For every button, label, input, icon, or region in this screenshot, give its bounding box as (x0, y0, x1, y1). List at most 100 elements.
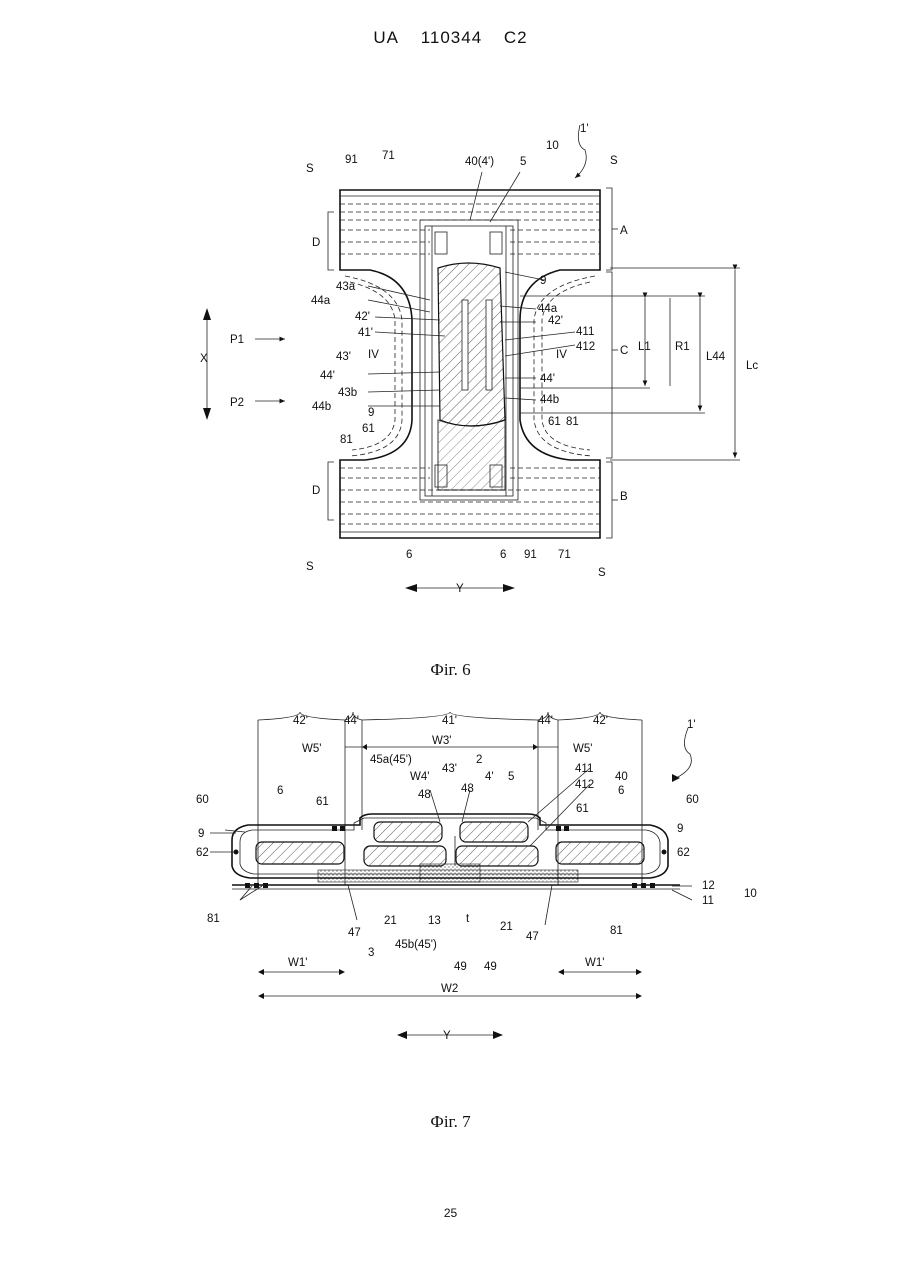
label-b: B (620, 491, 628, 503)
label-42p-left: 42' (293, 715, 308, 727)
label-81-right: 81 (610, 925, 623, 937)
label-44b-left: 44b (312, 401, 331, 413)
label-61-right: 61 (548, 416, 561, 428)
label-43p: 43' (336, 351, 351, 363)
label-y: Y (456, 583, 464, 595)
pad-45a-right (460, 822, 528, 842)
label-49-right: 49 (484, 961, 497, 973)
label-t: t (466, 913, 470, 925)
label-6-left: 6 (406, 549, 412, 561)
label-x: X (200, 353, 208, 365)
label-43b: 43b (338, 387, 357, 399)
figure-6-caption: Фіг. 6 (0, 660, 901, 680)
label-71-bottom: 71 (558, 549, 571, 561)
label-s-top-left: S (306, 163, 314, 175)
label-81-left: 81 (340, 434, 353, 446)
label-p1: P1 (230, 334, 244, 346)
label-60-left: 60 (196, 794, 209, 806)
label-lc: Lc (746, 360, 758, 372)
label-l44: L44 (706, 351, 726, 363)
label-411: 411 (575, 763, 593, 775)
label-412: 412 (575, 779, 594, 791)
label-40: 40 (615, 771, 628, 783)
label-ref-main: 1' (580, 123, 589, 135)
label-81-right: 81 (566, 416, 579, 428)
label-62-left: 62 (196, 847, 209, 859)
label-43p: 43' (442, 763, 457, 775)
label-5: 5 (508, 771, 514, 783)
label-21-right: 21 (500, 921, 513, 933)
figure-7-drawing: 42' 44' 41' 44' 42' 1' W5' W3' W5' 45a(4… (0, 690, 901, 1090)
label-60-right: 60 (686, 794, 699, 806)
label-iv-left: IV (368, 349, 379, 361)
label-42p-right: 42' (593, 715, 608, 727)
pad-45a-left (374, 822, 442, 842)
label-y: Y (443, 1030, 451, 1042)
label-13: 13 (428, 915, 441, 927)
page-number: 25 (0, 1206, 901, 1220)
label-2: 2 (476, 754, 482, 766)
label-c: C (620, 345, 628, 357)
label-44a-right: 44a (538, 303, 558, 315)
label-10: 10 (744, 888, 757, 900)
label-47-left: 47 (348, 927, 361, 939)
hatched-core (438, 263, 505, 426)
label-4p: 4' (485, 771, 494, 783)
label-9-bottom: 9 (368, 407, 374, 419)
label-s-bottom-left: S (306, 561, 314, 573)
label-40: 40(4') (465, 156, 494, 168)
label-6-right: 6 (618, 785, 624, 797)
figure-6-drawing: 1' 10 S S 91 71 40(4') 5 D A 9 43a 44a 4… (0, 0, 901, 640)
label-43a: 43a (336, 281, 356, 293)
label-41p: 41' (442, 715, 457, 727)
label-w1p-left: W1' (288, 957, 307, 969)
label-3: 3 (368, 947, 374, 959)
label-s-bottom-right: S (598, 567, 606, 579)
label-r1: R1 (675, 341, 690, 353)
label-11: 11 (702, 895, 714, 907)
label-61-left: 61 (362, 423, 375, 435)
label-44p-left: 44' (344, 715, 359, 727)
label-iv-right: IV (556, 349, 567, 361)
label-44p-right: 44' (538, 715, 553, 727)
label-44p-left: 44' (320, 370, 335, 382)
label-71-top: 71 (382, 150, 395, 162)
label-47-right: 47 (526, 931, 539, 943)
label-9-left: 9 (198, 828, 204, 840)
label-62-right: 62 (677, 847, 690, 859)
label-61-right: 61 (576, 803, 589, 815)
label-d-top: D (312, 237, 320, 249)
label-12: 12 (702, 880, 715, 892)
label-w1p-right: W1' (585, 957, 604, 969)
label-41p: 41' (358, 327, 373, 339)
label-6-right: 6 (500, 549, 506, 561)
label-61-left: 61 (316, 796, 329, 808)
label-9-top: 9 (540, 275, 546, 287)
label-81-left: 81 (207, 913, 220, 925)
label-48-right: 48 (461, 783, 474, 795)
figure-7-caption: Фіг. 7 (0, 1112, 901, 1132)
front-waist-lines (340, 196, 600, 254)
label-21-left: 21 (384, 915, 397, 927)
label-ref-main: 1' (687, 719, 696, 731)
label-9-right: 9 (677, 823, 683, 835)
label-6-left: 6 (277, 785, 283, 797)
label-l1: L1 (638, 341, 651, 353)
label-w5p-left: W5' (302, 743, 321, 755)
label-5: 5 (520, 156, 526, 168)
label-w2: W2 (441, 983, 458, 995)
label-10: 10 (546, 140, 559, 152)
label-s-top-right: S (610, 155, 618, 167)
label-w3p: W3' (432, 735, 451, 747)
label-44p-right: 44' (540, 373, 555, 385)
label-412: 412 (576, 341, 595, 353)
label-44a-left: 44a (311, 295, 331, 307)
label-42p-right: 42' (548, 315, 563, 327)
label-42p-left: 42' (355, 311, 370, 323)
label-a: A (620, 225, 628, 237)
label-45b: 45b(45') (395, 939, 437, 951)
label-w5p-right: W5' (573, 743, 592, 755)
label-49-left: 49 (454, 961, 467, 973)
label-d-bottom: D (312, 485, 320, 497)
label-411: 411 (576, 326, 594, 338)
